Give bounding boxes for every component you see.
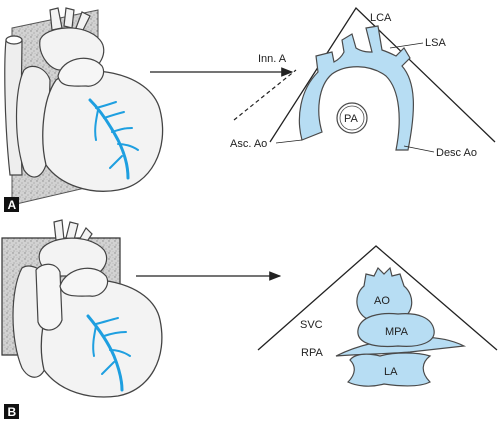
coronary-artery-b — [86, 314, 131, 392]
label-pa: PA — [344, 113, 359, 125]
heart-illustration-a — [4, 7, 164, 192]
label-mpa: MPA — [385, 326, 409, 338]
echo-sector-b — [257, 245, 498, 351]
la-shape — [346, 352, 432, 387]
panel-a-letter: A — [8, 198, 17, 212]
ao-shape — [356, 266, 413, 321]
label-desc-ao: Desc Ao — [436, 147, 477, 159]
label-svc: SVC — [300, 319, 323, 331]
panel-b: AO MPA SVC RPA LA B — [1, 219, 498, 419]
panel-b-badge: B — [4, 404, 19, 419]
panel-a: LCA LSA Inn. A Asc. Ao PA Desc Ao A — [4, 6, 496, 212]
label-la: LA — [384, 366, 398, 378]
label-asc-ao: Asc. Ao — [230, 138, 267, 150]
label-lca: LCA — [370, 12, 392, 24]
mpa-shape — [357, 312, 435, 348]
pa-circle — [336, 102, 368, 134]
panel-a-badge: A — [4, 197, 19, 212]
echo-sector-a — [233, 6, 496, 143]
label-ao: AO — [374, 295, 390, 307]
label-inn-a: Inn. A — [258, 53, 287, 65]
aortic-arch — [298, 25, 414, 151]
label-lsa: LSA — [425, 37, 446, 49]
heart-illustration-b — [12, 219, 163, 398]
label-rpa: RPA — [301, 347, 323, 359]
coronary-artery-a — [88, 98, 139, 180]
panel-b-letter: B — [8, 405, 17, 419]
